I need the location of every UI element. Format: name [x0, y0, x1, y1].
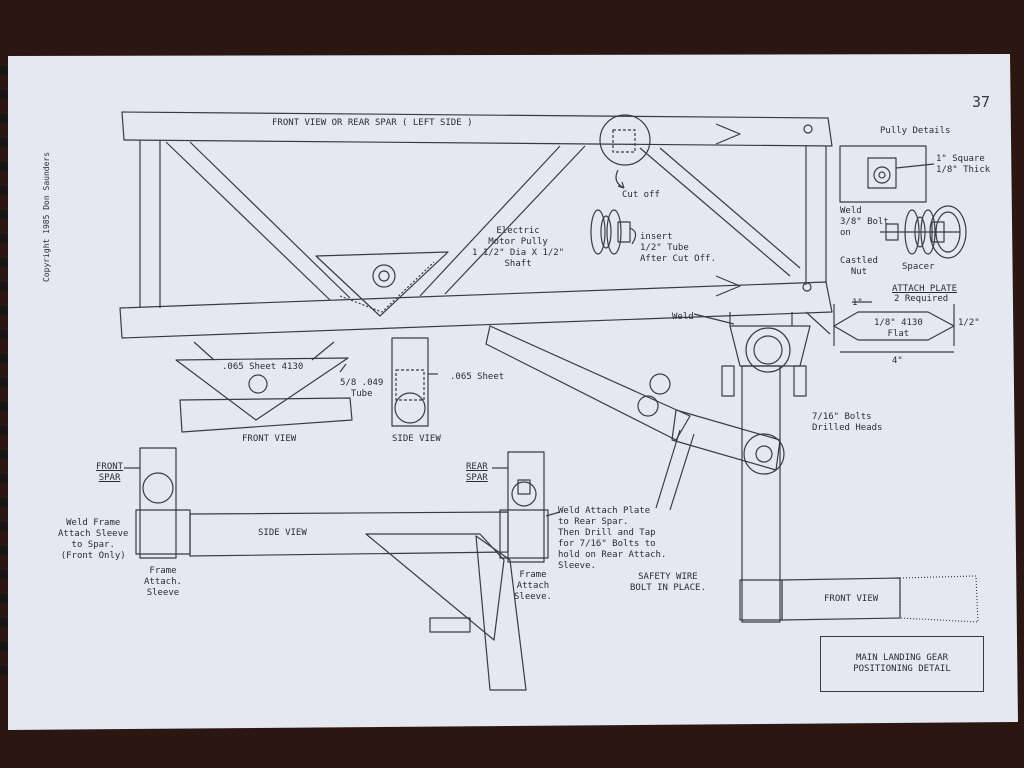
- attach-plate-flat: 1/8" 4130 Flat: [874, 318, 923, 339]
- square-plate-label: 1" Square 1/8" Thick: [936, 154, 991, 175]
- callout-arrows: [124, 311, 831, 517]
- weld-frame-note: Weld Frame Attach Sleeve to Spar. (Front…: [58, 518, 129, 561]
- attach-plate-dim-left: 1": [852, 298, 863, 308]
- insert-tube-label: insert 1/2" Tube After Cut Off.: [640, 232, 716, 264]
- gusset-front-view: [175, 341, 353, 433]
- gusset-tube-label: 5/8 .049 Tube: [340, 378, 384, 399]
- side-assembly-drawing: [135, 447, 549, 691]
- gear-front-view-label: FRONT VIEW: [824, 594, 879, 604]
- attach-plate-title: ATTACH PLATE: [892, 284, 958, 294]
- attach-plate-required: 2 Required: [894, 294, 949, 304]
- gusset-sheet-label: .065 Sheet 4130: [222, 362, 304, 372]
- safety-wire-note: SAFETY WIRE BOLT IN PLACE.: [630, 572, 706, 593]
- attach-plate-dim-length: 4": [892, 356, 903, 366]
- pully-details-title: Pully Details: [880, 126, 951, 136]
- castled-nut-label: Castled Nut: [840, 256, 878, 277]
- gusset-front-view-label: FRONT VIEW: [242, 434, 297, 444]
- title-block: MAIN LANDING GEAR POSITIONING DETAIL: [820, 636, 984, 692]
- title-line-2: POSITIONING DETAIL: [853, 664, 951, 674]
- copyright-notice: Copyright 1985 Don Saunders: [42, 151, 51, 282]
- spar-title: FRONT VIEW OR REAR SPAR ( LEFT SIDE ): [272, 118, 473, 128]
- spacer-label: Spacer: [902, 262, 935, 272]
- gusset-side-view-label: SIDE VIEW: [392, 434, 441, 444]
- attach-plate-drawing: [833, 301, 955, 353]
- title-line-1: MAIN LANDING GEAR: [855, 653, 949, 663]
- bolts-note: 7/16" Bolts Drilled Heads: [812, 412, 883, 433]
- motor-pully-label: Electric Motor Pully 1 1/2" Dia X 1/2" S…: [472, 226, 565, 269]
- motor-pulley: [590, 209, 637, 255]
- side-sheet-label: .065 Sheet: [450, 372, 505, 382]
- frame-attach-right-label: Frame Attach Sleeve.: [514, 570, 552, 602]
- weld-bolt-label: Weld 3/8" Bolt on: [840, 206, 889, 238]
- gear-leg-drawing: [485, 325, 979, 623]
- front-spar-label: FRONT SPAR: [96, 462, 124, 483]
- weld-attach-plate-note: Weld Attach Plate to Rear Spar. Then Dri…: [558, 506, 667, 571]
- page-number: 37: [972, 93, 991, 111]
- weld-label: Weld: [672, 312, 694, 322]
- cut-off-label: Cut off: [622, 190, 660, 200]
- pully-details-drawing: [839, 145, 967, 259]
- paper: [8, 54, 1018, 730]
- rear-spar-label: REAR SPAR: [466, 462, 488, 483]
- side-view-label: SIDE VIEW: [258, 528, 307, 538]
- binding-holes: [0, 66, 7, 675]
- attach-plate-dim-right: 1/2": [958, 318, 980, 328]
- gusset-side-view: [391, 337, 429, 427]
- spar-truss: [119, 111, 833, 339]
- frame-attach-left-label: Frame Attach. Sleeve: [144, 566, 182, 598]
